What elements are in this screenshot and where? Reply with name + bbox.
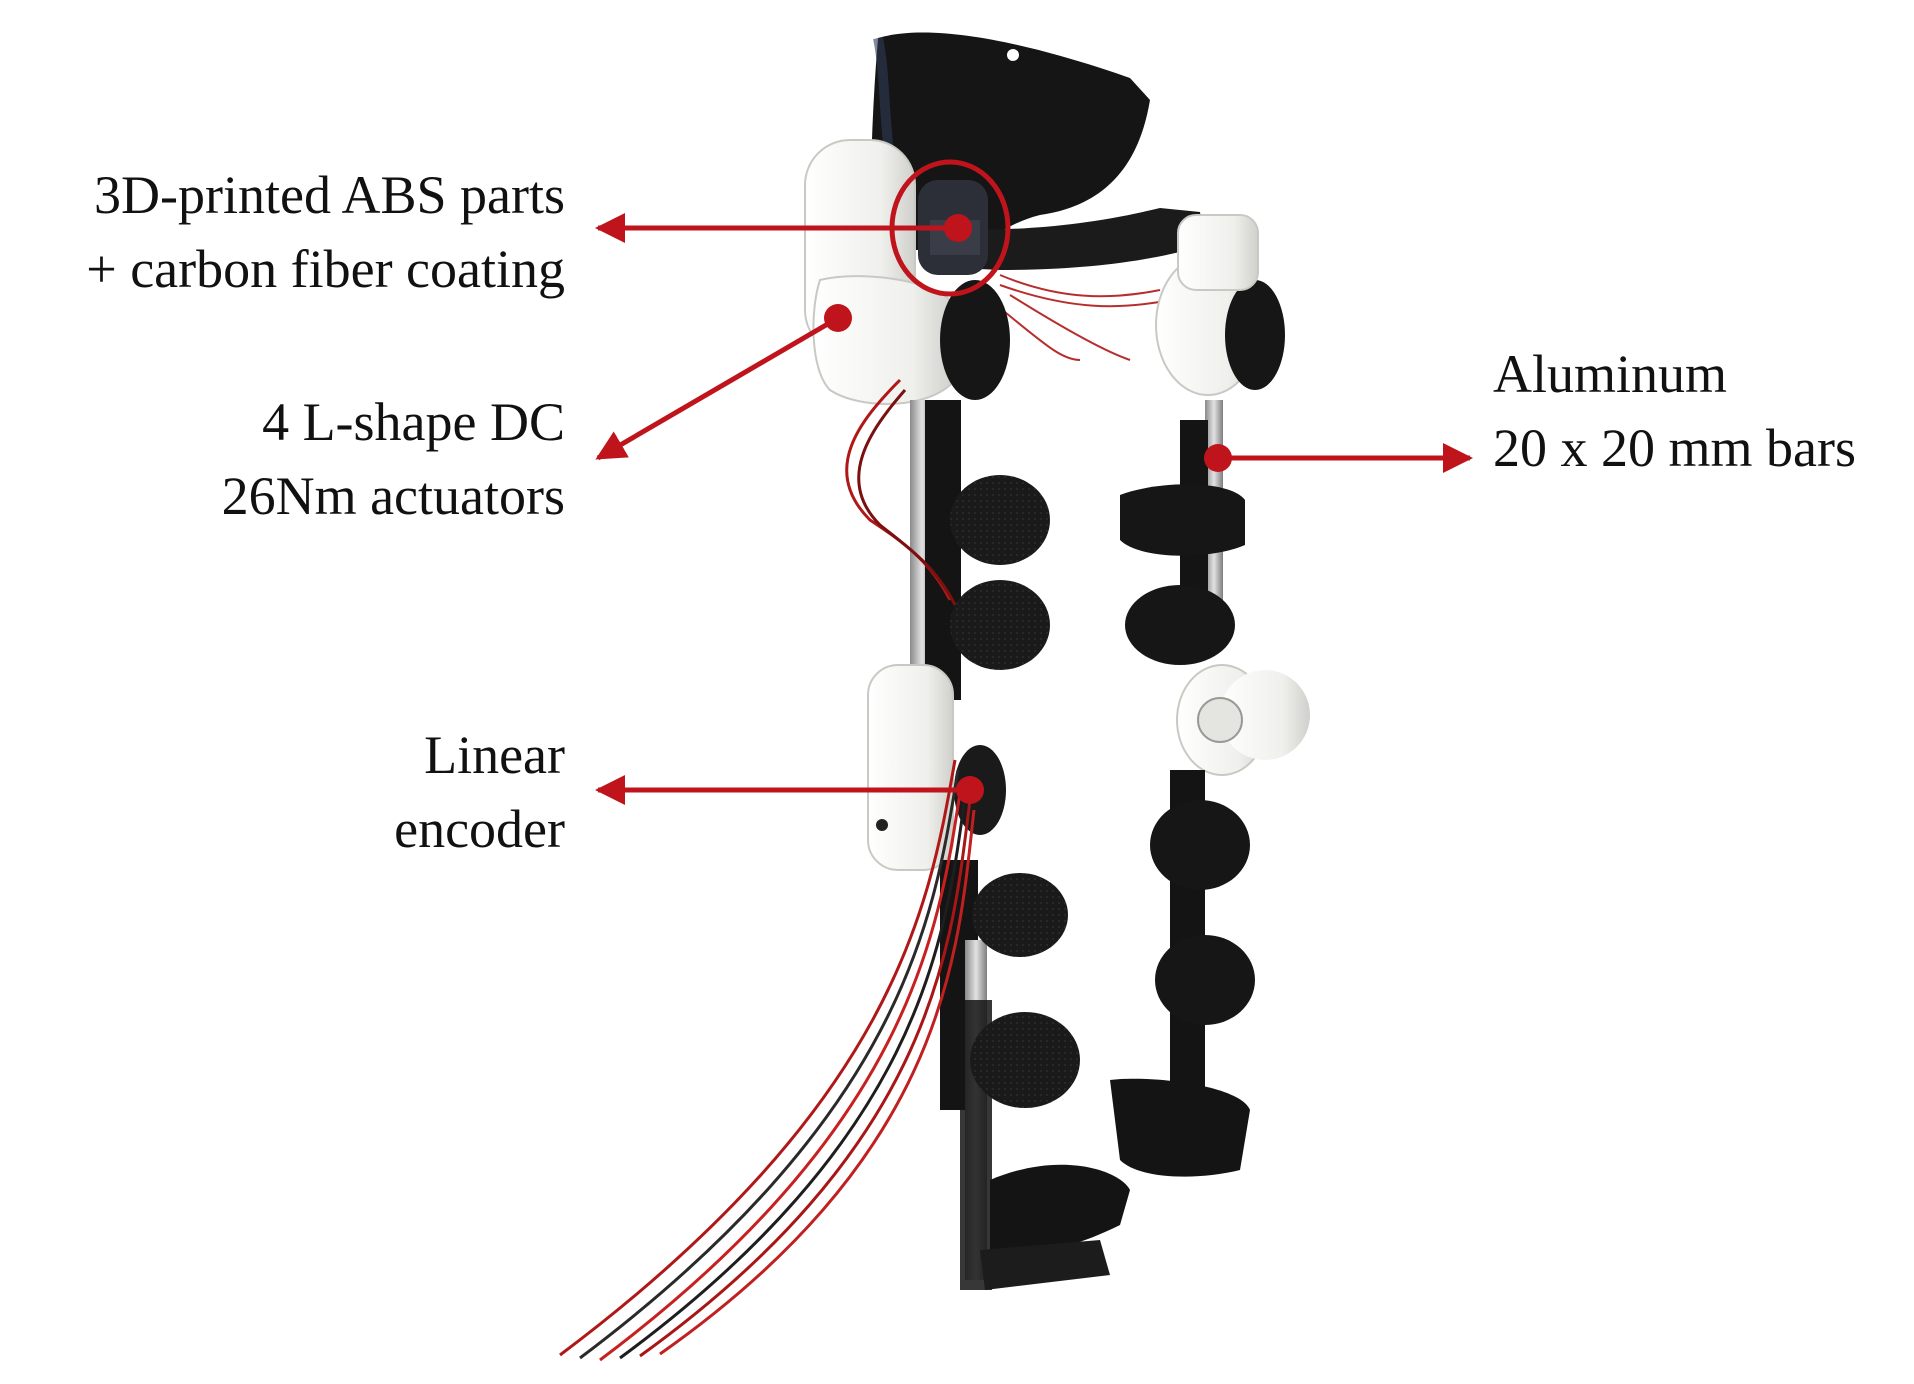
left-thigh-cuff-lower [950, 580, 1050, 670]
left-foot-plate [980, 1240, 1110, 1290]
encoder-label-line1: Linear [424, 725, 565, 785]
aluminum-label-line2: 20 x 20 mm bars [1493, 418, 1856, 478]
left-thigh-frame [925, 400, 961, 700]
right-knee-cap [1220, 670, 1310, 760]
right-hip-box [1177, 214, 1259, 291]
right-shank-cuff-upper [1150, 800, 1250, 890]
actuator-dot [824, 304, 852, 332]
encoder-label: Linear encoder [394, 718, 565, 866]
abs-parts-dot [944, 214, 972, 242]
trailing-cables [559, 378, 976, 1362]
right-foot-strap [1110, 1078, 1250, 1177]
hip-motor-cap [940, 280, 1010, 400]
actuator-label: 4 L-shape DC 26Nm actuators [222, 385, 565, 533]
right-knee-motor [1197, 697, 1243, 743]
back-pad-led [1007, 49, 1019, 61]
abs-parts-label-line1: 3D-printed ABS parts [94, 165, 565, 225]
aluminum-label: Aluminum 20 x 20 mm bars [1493, 337, 1856, 485]
left-thigh-cuff-upper [950, 475, 1050, 565]
aluminum-dot [1204, 444, 1232, 472]
hip-wiring [989, 274, 1171, 361]
abs-parts-label: 3D-printed ABS parts + carbon fiber coat… [86, 158, 565, 306]
right-thigh-cuff-lower [1125, 585, 1235, 665]
left-foot-strap [990, 1164, 1130, 1254]
actuator-label-line1: 4 L-shape DC [262, 392, 565, 452]
left-shank-cuff-upper [972, 873, 1068, 957]
right-hip-cap [1225, 280, 1285, 390]
actuator-arrow [595, 315, 840, 461]
knee-button [876, 819, 888, 831]
encoder-dot [956, 776, 984, 804]
encoder-label-line2: encoder [394, 799, 565, 859]
hip-actuator-housing [812, 275, 957, 405]
right-thigh-cuff-upper [1120, 484, 1245, 556]
hip-belt [960, 208, 1205, 270]
actuator-label-line2: 26Nm actuators [221, 466, 565, 526]
aluminum-label-line1: Aluminum [1493, 344, 1728, 404]
right-shank-cuff-lower [1155, 935, 1255, 1025]
abs-parts-label-line2: + carbon fiber coating [86, 239, 565, 299]
left-shank-cuff-lower [970, 1012, 1080, 1108]
